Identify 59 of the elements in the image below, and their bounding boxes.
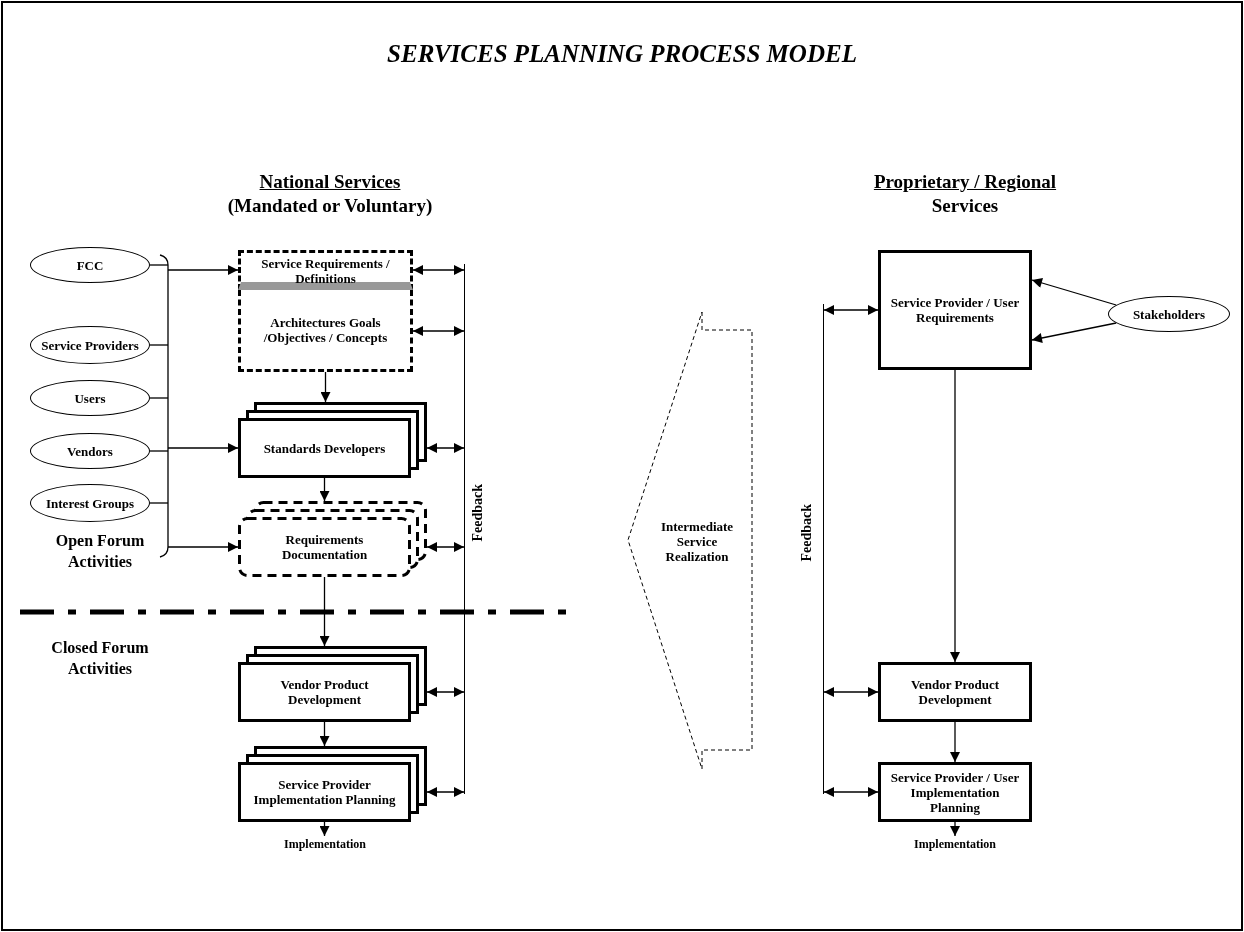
process-box: Service Provider / User Implementation Planning: [878, 762, 1032, 822]
double-arrow: [823, 305, 879, 315]
oval-node: Stakeholders: [1108, 296, 1230, 332]
oval-node: Users: [30, 380, 150, 416]
section-label: Closed Forum Activities: [50, 638, 150, 679]
double-arrow: [823, 787, 879, 797]
box-label: Standards Developers: [263, 440, 386, 456]
connector-line: [149, 344, 169, 346]
double-arrow: [426, 687, 465, 697]
oval-node: Vendors: [30, 433, 150, 469]
stacked-process-box: [238, 402, 427, 478]
connector-line: [149, 450, 169, 452]
oval-node: Interest Groups: [30, 484, 150, 522]
arrow: [167, 443, 239, 453]
box-label: Vendor Product Development: [279, 677, 370, 707]
arrow: [319, 576, 330, 647]
column-heading: National Services (Mandated or Voluntary): [226, 170, 434, 218]
connector-line: [149, 264, 169, 266]
brace-connector: [159, 254, 169, 558]
dashed-chevron-shape: [627, 311, 754, 770]
arrow: [950, 369, 960, 663]
box-label: Requirements Documentation: [280, 532, 369, 562]
feedback-label: Feedback: [470, 484, 486, 542]
oval-node: FCC: [30, 247, 150, 283]
arrow: [319, 477, 330, 502]
double-arrow: [412, 265, 465, 275]
arrow: [1031, 322, 1117, 343]
connector-line: [149, 502, 169, 504]
arrow: [319, 721, 330, 747]
output-label: Implementation: [265, 836, 385, 852]
oval-node: Service Providers: [30, 326, 150, 364]
feedback-label: Feedback: [799, 504, 815, 562]
diagram-title: SERVICES PLANNING PROCESS MODEL: [387, 40, 857, 67]
arrow: [167, 265, 239, 275]
process-box: Service Provider / User Requirements: [878, 250, 1032, 370]
stacked-process-box: [238, 746, 427, 822]
box-label: Service Provider Implementation Planning: [252, 777, 397, 807]
arrow: [167, 542, 239, 552]
dashed-process-box: Architectures Goals /Objectives / Concepts: [238, 290, 413, 372]
arrow: [950, 721, 960, 763]
arrow: [320, 371, 331, 403]
column-heading: Proprietary / Regional Services: [872, 170, 1058, 218]
stacked-process-box: [238, 646, 427, 722]
double-arrow: [823, 687, 879, 697]
double-arrow: [412, 326, 465, 336]
shape-label: Intermediate Service Realization: [659, 518, 735, 564]
process-box: Vendor Product Development: [878, 662, 1032, 722]
double-arrow: [426, 542, 465, 552]
arrow: [1031, 278, 1117, 306]
output-label: Implementation: [895, 836, 1015, 852]
dashed-process-box: Service Requirements / Definitions: [238, 250, 413, 290]
double-arrow: [426, 443, 465, 453]
connector-line: [149, 397, 169, 399]
double-arrow: [426, 787, 465, 797]
arrow: [950, 821, 960, 837]
arrow: [319, 821, 330, 837]
feedback-bus-line: [798, 304, 824, 794]
section-label: Open Forum Activities: [54, 531, 146, 572]
dashed-stacked-box: [238, 501, 427, 577]
